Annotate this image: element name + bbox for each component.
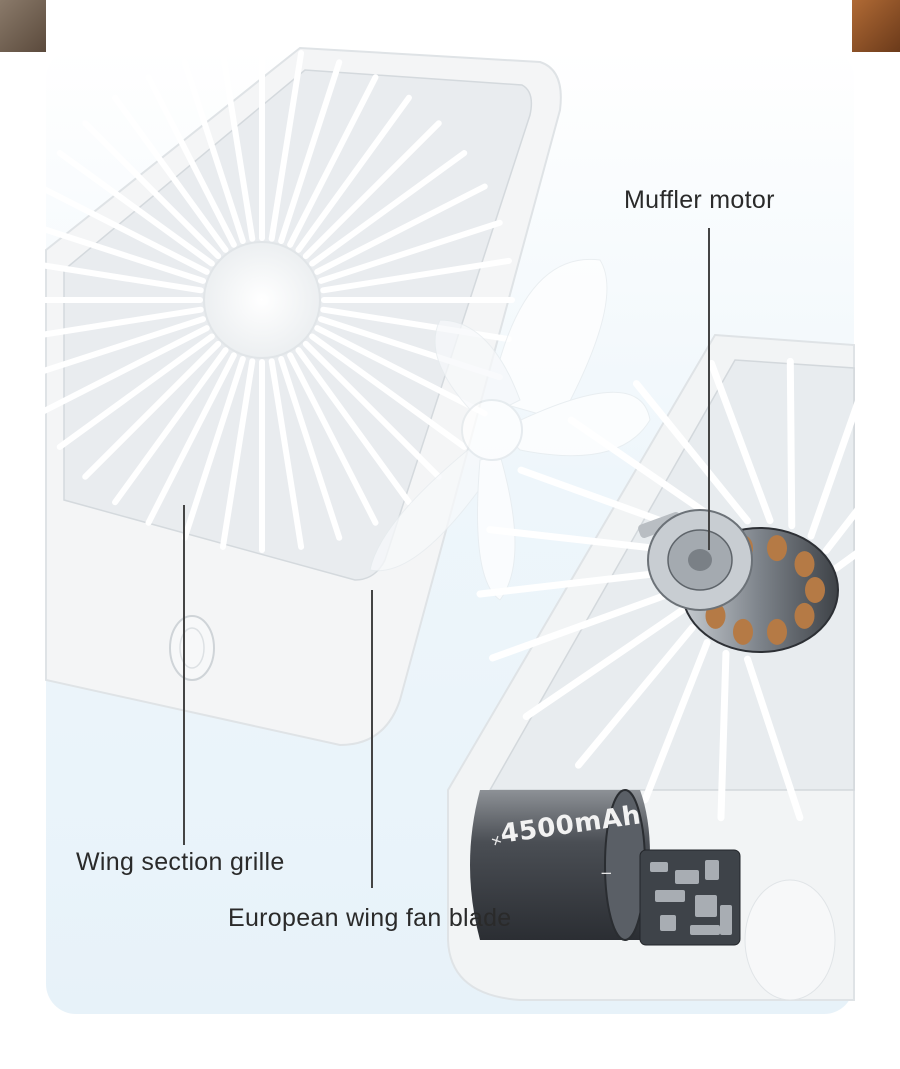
front-grille-spoke xyxy=(12,306,204,343)
rear-grille-spoke xyxy=(522,606,687,721)
pcb-component xyxy=(695,895,717,917)
rear-grille-spoke xyxy=(632,380,751,525)
front-grille-spoke xyxy=(302,120,442,260)
front-grille-spoke xyxy=(278,355,343,541)
front-grille-spoke xyxy=(82,120,222,260)
grille-callout: Wing section grille xyxy=(76,848,285,876)
front-grille-spoke xyxy=(278,59,343,245)
front-grille-spoke xyxy=(56,150,215,267)
front-grille-spoke xyxy=(82,340,222,480)
motor-coil xyxy=(733,618,754,645)
rear-grille-spoke xyxy=(641,639,711,804)
rear-grille-spoke xyxy=(786,357,796,530)
front-grille-spoke xyxy=(309,150,468,267)
motor-coil xyxy=(794,551,815,578)
front-grille-spoke xyxy=(309,333,468,450)
motor-callout: Muffler motor xyxy=(624,186,775,214)
circuit-board xyxy=(639,849,741,946)
rear-grille-spoke xyxy=(822,449,900,555)
front-grille-spoke xyxy=(145,74,237,248)
front-grille-spoke xyxy=(287,74,379,248)
grille-leader-line xyxy=(183,505,185,845)
front-grille-spoke xyxy=(36,183,210,275)
pcb-component xyxy=(660,915,676,931)
motor-coil xyxy=(805,577,825,603)
motor-coil xyxy=(766,535,787,562)
pcb-component xyxy=(675,870,699,884)
front-grille-spoke xyxy=(302,340,442,480)
front-grille-spoke xyxy=(181,355,246,541)
front-grille-spoke xyxy=(21,219,207,284)
front-grille-spoke xyxy=(317,219,503,284)
pcb-component xyxy=(690,925,720,935)
front-grille-spoke xyxy=(295,347,412,506)
front-grille-spoke xyxy=(181,59,246,245)
power-button-icon xyxy=(169,615,215,681)
motor-coil xyxy=(794,602,815,629)
svg-text:+: + xyxy=(486,832,507,850)
front-grille-spoke xyxy=(287,352,379,526)
pcb-component xyxy=(705,860,719,880)
front-grille-spoke xyxy=(219,358,256,550)
rear-grille-spoke xyxy=(832,517,900,572)
front-grille-spoke xyxy=(219,50,256,242)
front-grille-spoke xyxy=(36,325,210,417)
wood-corner-right xyxy=(852,0,900,52)
rear-grille-spoke xyxy=(707,359,774,525)
pcb-component xyxy=(655,890,685,902)
front-fan-unit xyxy=(9,46,562,747)
front-grille-spoke xyxy=(21,316,207,381)
motor-leader-line xyxy=(708,228,710,550)
front-grille-spoke xyxy=(314,183,488,275)
front-grille-spoke xyxy=(314,325,488,417)
front-grille-spoke xyxy=(295,94,412,253)
front-grille-spoke xyxy=(12,257,204,294)
pcb-component xyxy=(650,862,668,872)
motor-coil xyxy=(766,618,787,645)
motor-icon xyxy=(638,509,839,653)
svg-text:−: − xyxy=(600,864,613,882)
blade-leader-line xyxy=(371,590,373,888)
rear-grille-spoke xyxy=(489,586,684,662)
front-grille-spoke xyxy=(56,333,215,450)
front-fan-hub xyxy=(203,241,321,359)
blade-callout: European wing fan blade xyxy=(228,904,512,932)
rear-grille-spoke xyxy=(574,624,696,769)
front-grille-spoke xyxy=(112,94,229,253)
rear-grille-spoke xyxy=(743,655,804,822)
rear-grille-spoke xyxy=(717,649,730,822)
rear-grille-spoke xyxy=(807,373,871,540)
front-grille-spoke xyxy=(320,257,512,294)
pcb-component xyxy=(720,905,732,935)
wood-corner-left xyxy=(0,0,46,52)
rear-grille-spoke xyxy=(567,416,730,531)
battery-icon: + − xyxy=(470,789,650,941)
front-grille-spoke xyxy=(112,347,229,506)
front-grille-spoke xyxy=(145,352,237,526)
front-grille-spoke xyxy=(268,50,305,242)
front-grille-spoke xyxy=(268,358,305,550)
